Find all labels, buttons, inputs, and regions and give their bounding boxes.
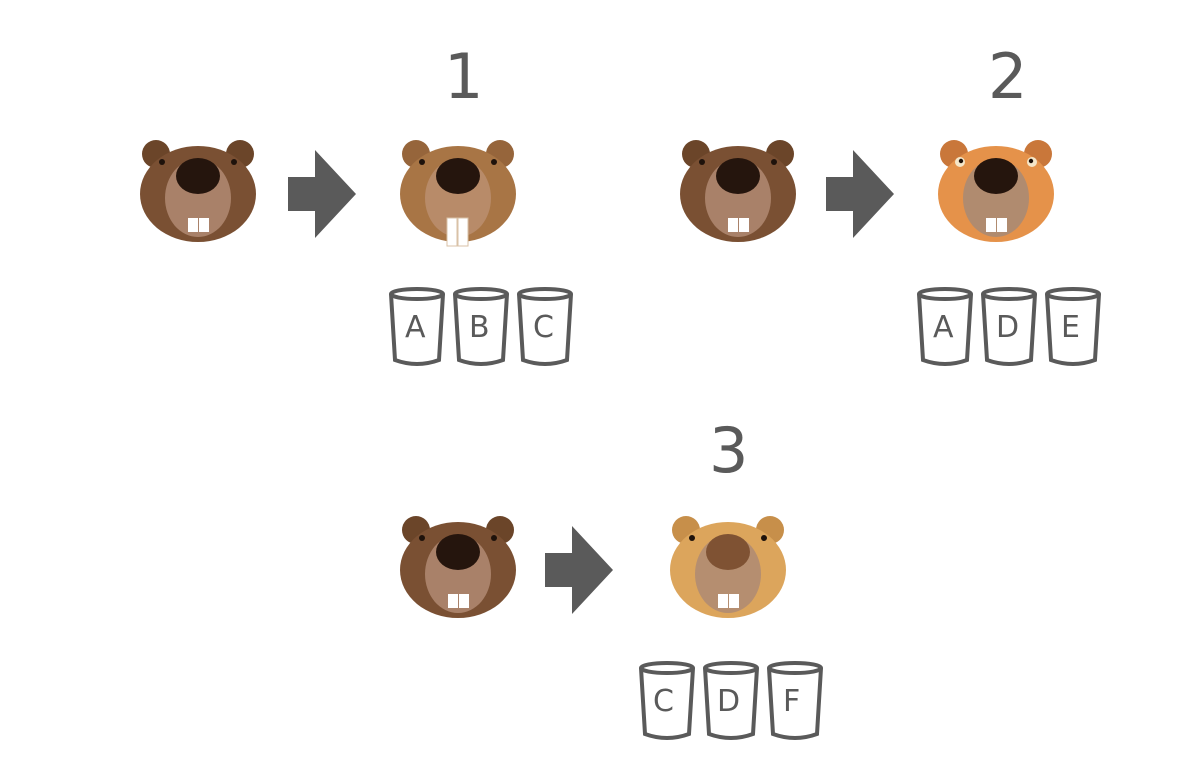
cup-label: D: [996, 310, 1020, 345]
beaver-icon: [400, 140, 516, 247]
cup-icon: [917, 287, 973, 366]
arrow-right-icon: [288, 150, 356, 238]
beaver-icon: [938, 140, 1054, 242]
cup-icon: [767, 661, 823, 740]
cup-label: A: [933, 310, 954, 345]
cup-label: A: [405, 310, 426, 345]
arrow-right-icon: [545, 526, 613, 614]
cup-icon: [389, 287, 445, 366]
cup-icon: [517, 287, 573, 366]
cup-label: D: [717, 684, 741, 719]
cup-icon: [703, 661, 759, 740]
beaver-icon: [400, 516, 516, 618]
cup-label: C: [533, 310, 554, 345]
cup-icon: [1045, 287, 1101, 366]
beaver-icon: [670, 516, 786, 618]
panel-number-1: 1: [444, 40, 484, 113]
cup-label: B: [469, 310, 490, 345]
beaver-icon: [140, 140, 256, 242]
cup-icon: [453, 287, 509, 366]
panel-number-2: 2: [988, 40, 1028, 113]
cup-icon: [981, 287, 1037, 366]
cup-label: E: [1061, 310, 1080, 345]
panel-number-3: 3: [709, 414, 749, 487]
cup-label: C: [653, 684, 674, 719]
cup-label: F: [783, 684, 801, 719]
beaver-icon: [680, 140, 796, 242]
arrow-right-icon: [826, 150, 894, 238]
cup-icon: [639, 661, 695, 740]
